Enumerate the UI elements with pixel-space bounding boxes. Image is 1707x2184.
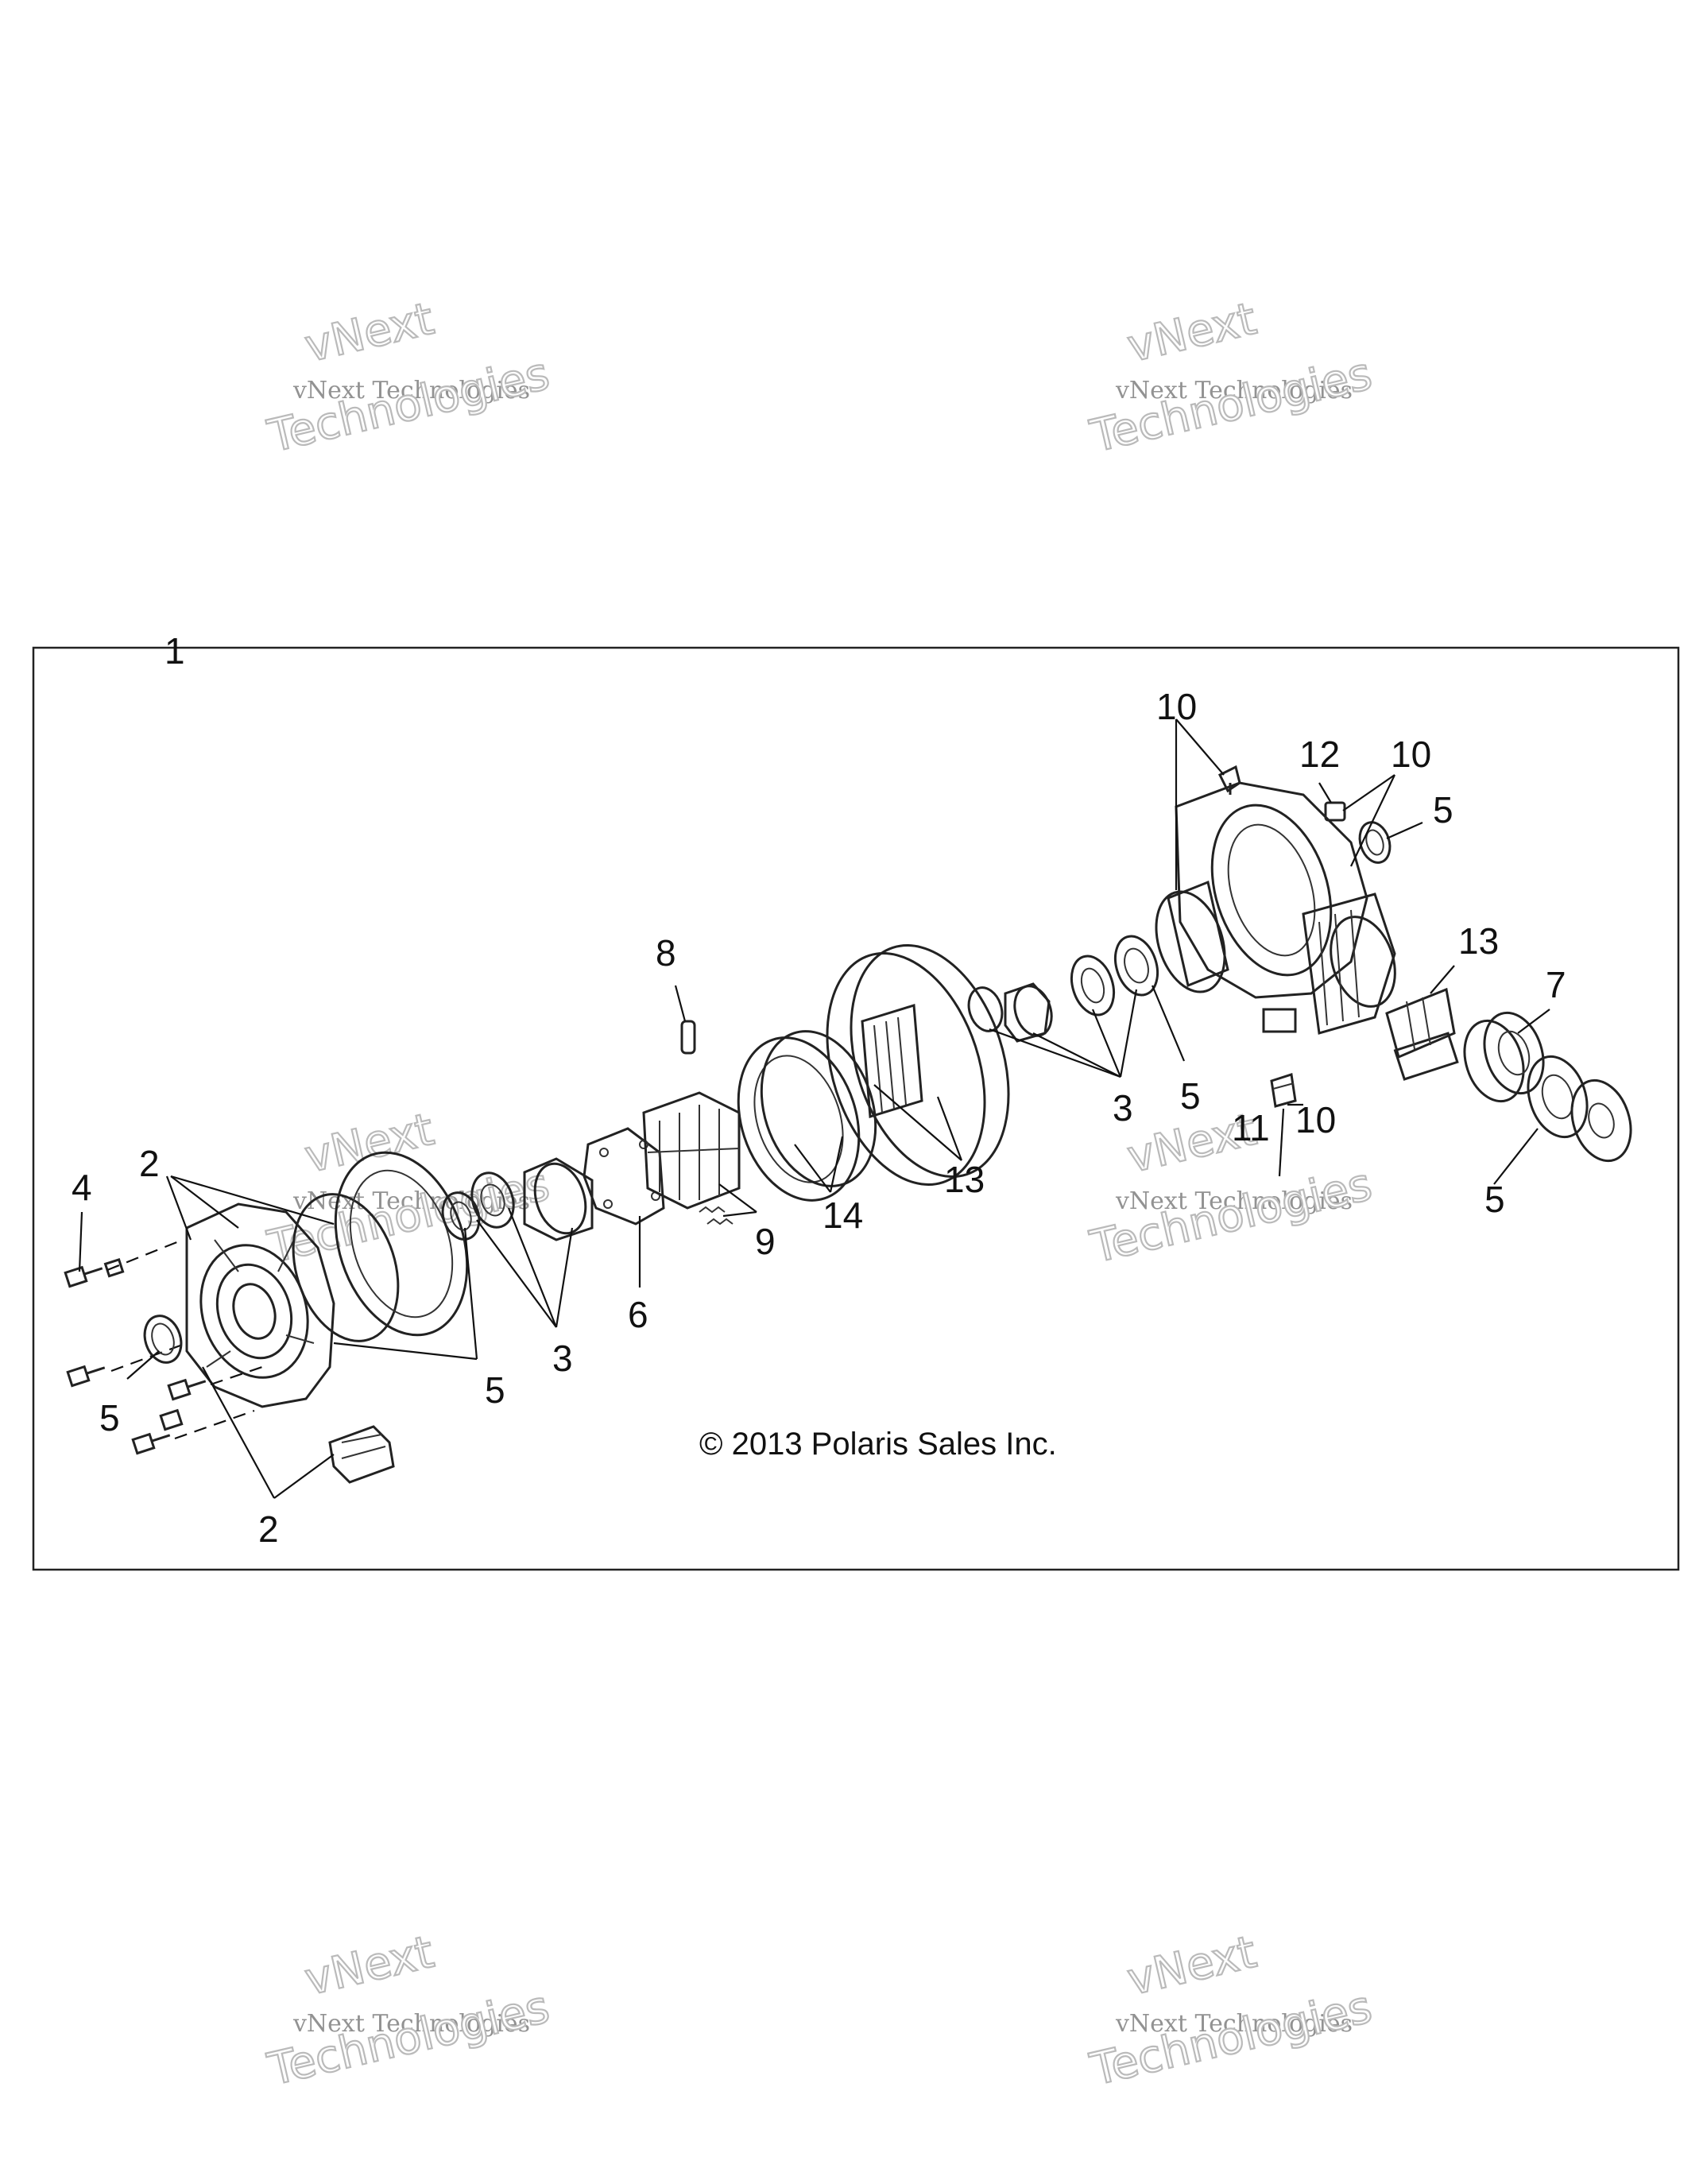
plug [1324, 801, 1346, 822]
callout-8: 8 [656, 932, 676, 974]
bearing-left [441, 1171, 515, 1241]
pinion-seal-washers [1527, 1055, 1632, 1163]
callout-10-bottom: 10 [1295, 1099, 1336, 1140]
callout-labels: 1 2 2 3 3 3 4 5 5 5 5 5 6 7 8 9 10 10 10… [72, 630, 1566, 1550]
watermark-line3: Technologies [263, 348, 554, 463]
breather-fitting [1217, 765, 1241, 795]
assembly-frame [32, 646, 1680, 1571]
watermark-line3: Technologies [1086, 348, 1376, 463]
callout-1: 1 [165, 630, 185, 672]
watermark-top-right: vNext vNext Technologies Technologies [1085, 292, 1377, 464]
watermark-line3: Technologies [263, 1981, 554, 2096]
callout-9: 9 [755, 1221, 776, 1262]
callout-6: 6 [628, 1294, 648, 1335]
callout-5-mid: 5 [485, 1369, 505, 1411]
roller-cage [642, 1091, 741, 1210]
watermark-line1: vNext [300, 1104, 439, 1183]
pinion-bearing [1463, 1011, 1545, 1103]
watermark-bottom-right: vNext vNext Technologies Technologies [1085, 1926, 1377, 2097]
callout-14: 14 [823, 1195, 863, 1236]
callout-5-right-mid: 5 [1180, 1075, 1201, 1117]
watermark-line3: Technologies [1086, 1159, 1376, 1273]
callout-13-ring: 13 [944, 1159, 985, 1200]
watermark-line1: vNext [1123, 1926, 1261, 2006]
watermark-line1: vNext [300, 1926, 439, 2006]
callout-3-right: 3 [1113, 1087, 1133, 1129]
callout-10-top: 10 [1156, 686, 1197, 727]
gasket-ring [292, 1193, 400, 1342]
callout-11: 11 [1232, 1107, 1270, 1148]
leader-lines [78, 718, 1550, 1499]
callout-5-top-right: 5 [1433, 789, 1453, 831]
watermark-line2: vNext Technologies [1115, 2010, 1353, 2038]
ring-gear [826, 944, 1010, 1186]
callout-3-mid: 3 [552, 1338, 573, 1379]
connector-block [328, 1425, 395, 1484]
watermark-bottom-left: vNext vNext Technologies Technologies [262, 1926, 555, 2097]
watermark-line2: vNext Technologies [292, 377, 530, 405]
watermark-mid-left: vNext vNext Technologies Technologies [262, 1103, 555, 1275]
watermark-line2: vNext Technologies [1115, 1187, 1353, 1215]
main-gear-case [1155, 781, 1396, 1035]
bolt-group [64, 1238, 263, 1455]
watermark-line2: vNext Technologies [1115, 377, 1353, 405]
clutch-housing [737, 1030, 877, 1202]
dowel-pin [680, 1020, 696, 1055]
drain-plug [1270, 1073, 1297, 1108]
watermark-line3: Technologies [1086, 1981, 1376, 2096]
watermark-line1: vNext [1123, 293, 1261, 373]
watermark-top-left: vNext vNext Technologies Technologies [262, 292, 555, 464]
callout-5-left: 5 [99, 1397, 120, 1439]
drive-plate [583, 1127, 665, 1226]
seal-left [143, 1315, 183, 1364]
callout-2-bottom: 2 [258, 1508, 279, 1550]
callout-7: 7 [1546, 964, 1566, 1005]
callout-13-pinion: 13 [1458, 920, 1499, 962]
watermark-line2: vNext Technologies [292, 2010, 530, 2038]
springs [699, 1206, 734, 1226]
watermark-line2: vNext Technologies [292, 1187, 530, 1215]
callout-4: 4 [72, 1167, 92, 1208]
callout-2-top: 2 [139, 1143, 160, 1184]
seal-top-right [1358, 821, 1392, 864]
pinion-shaft [1385, 987, 1459, 1081]
callout-10-right: 10 [1391, 734, 1431, 775]
callout-5-bottom-right: 5 [1484, 1179, 1505, 1220]
copyright-notice: © 2013 Polaris Sales Inc. [699, 1427, 1057, 1462]
watermark-line1: vNext [300, 293, 439, 373]
callout-12: 12 [1299, 734, 1340, 775]
